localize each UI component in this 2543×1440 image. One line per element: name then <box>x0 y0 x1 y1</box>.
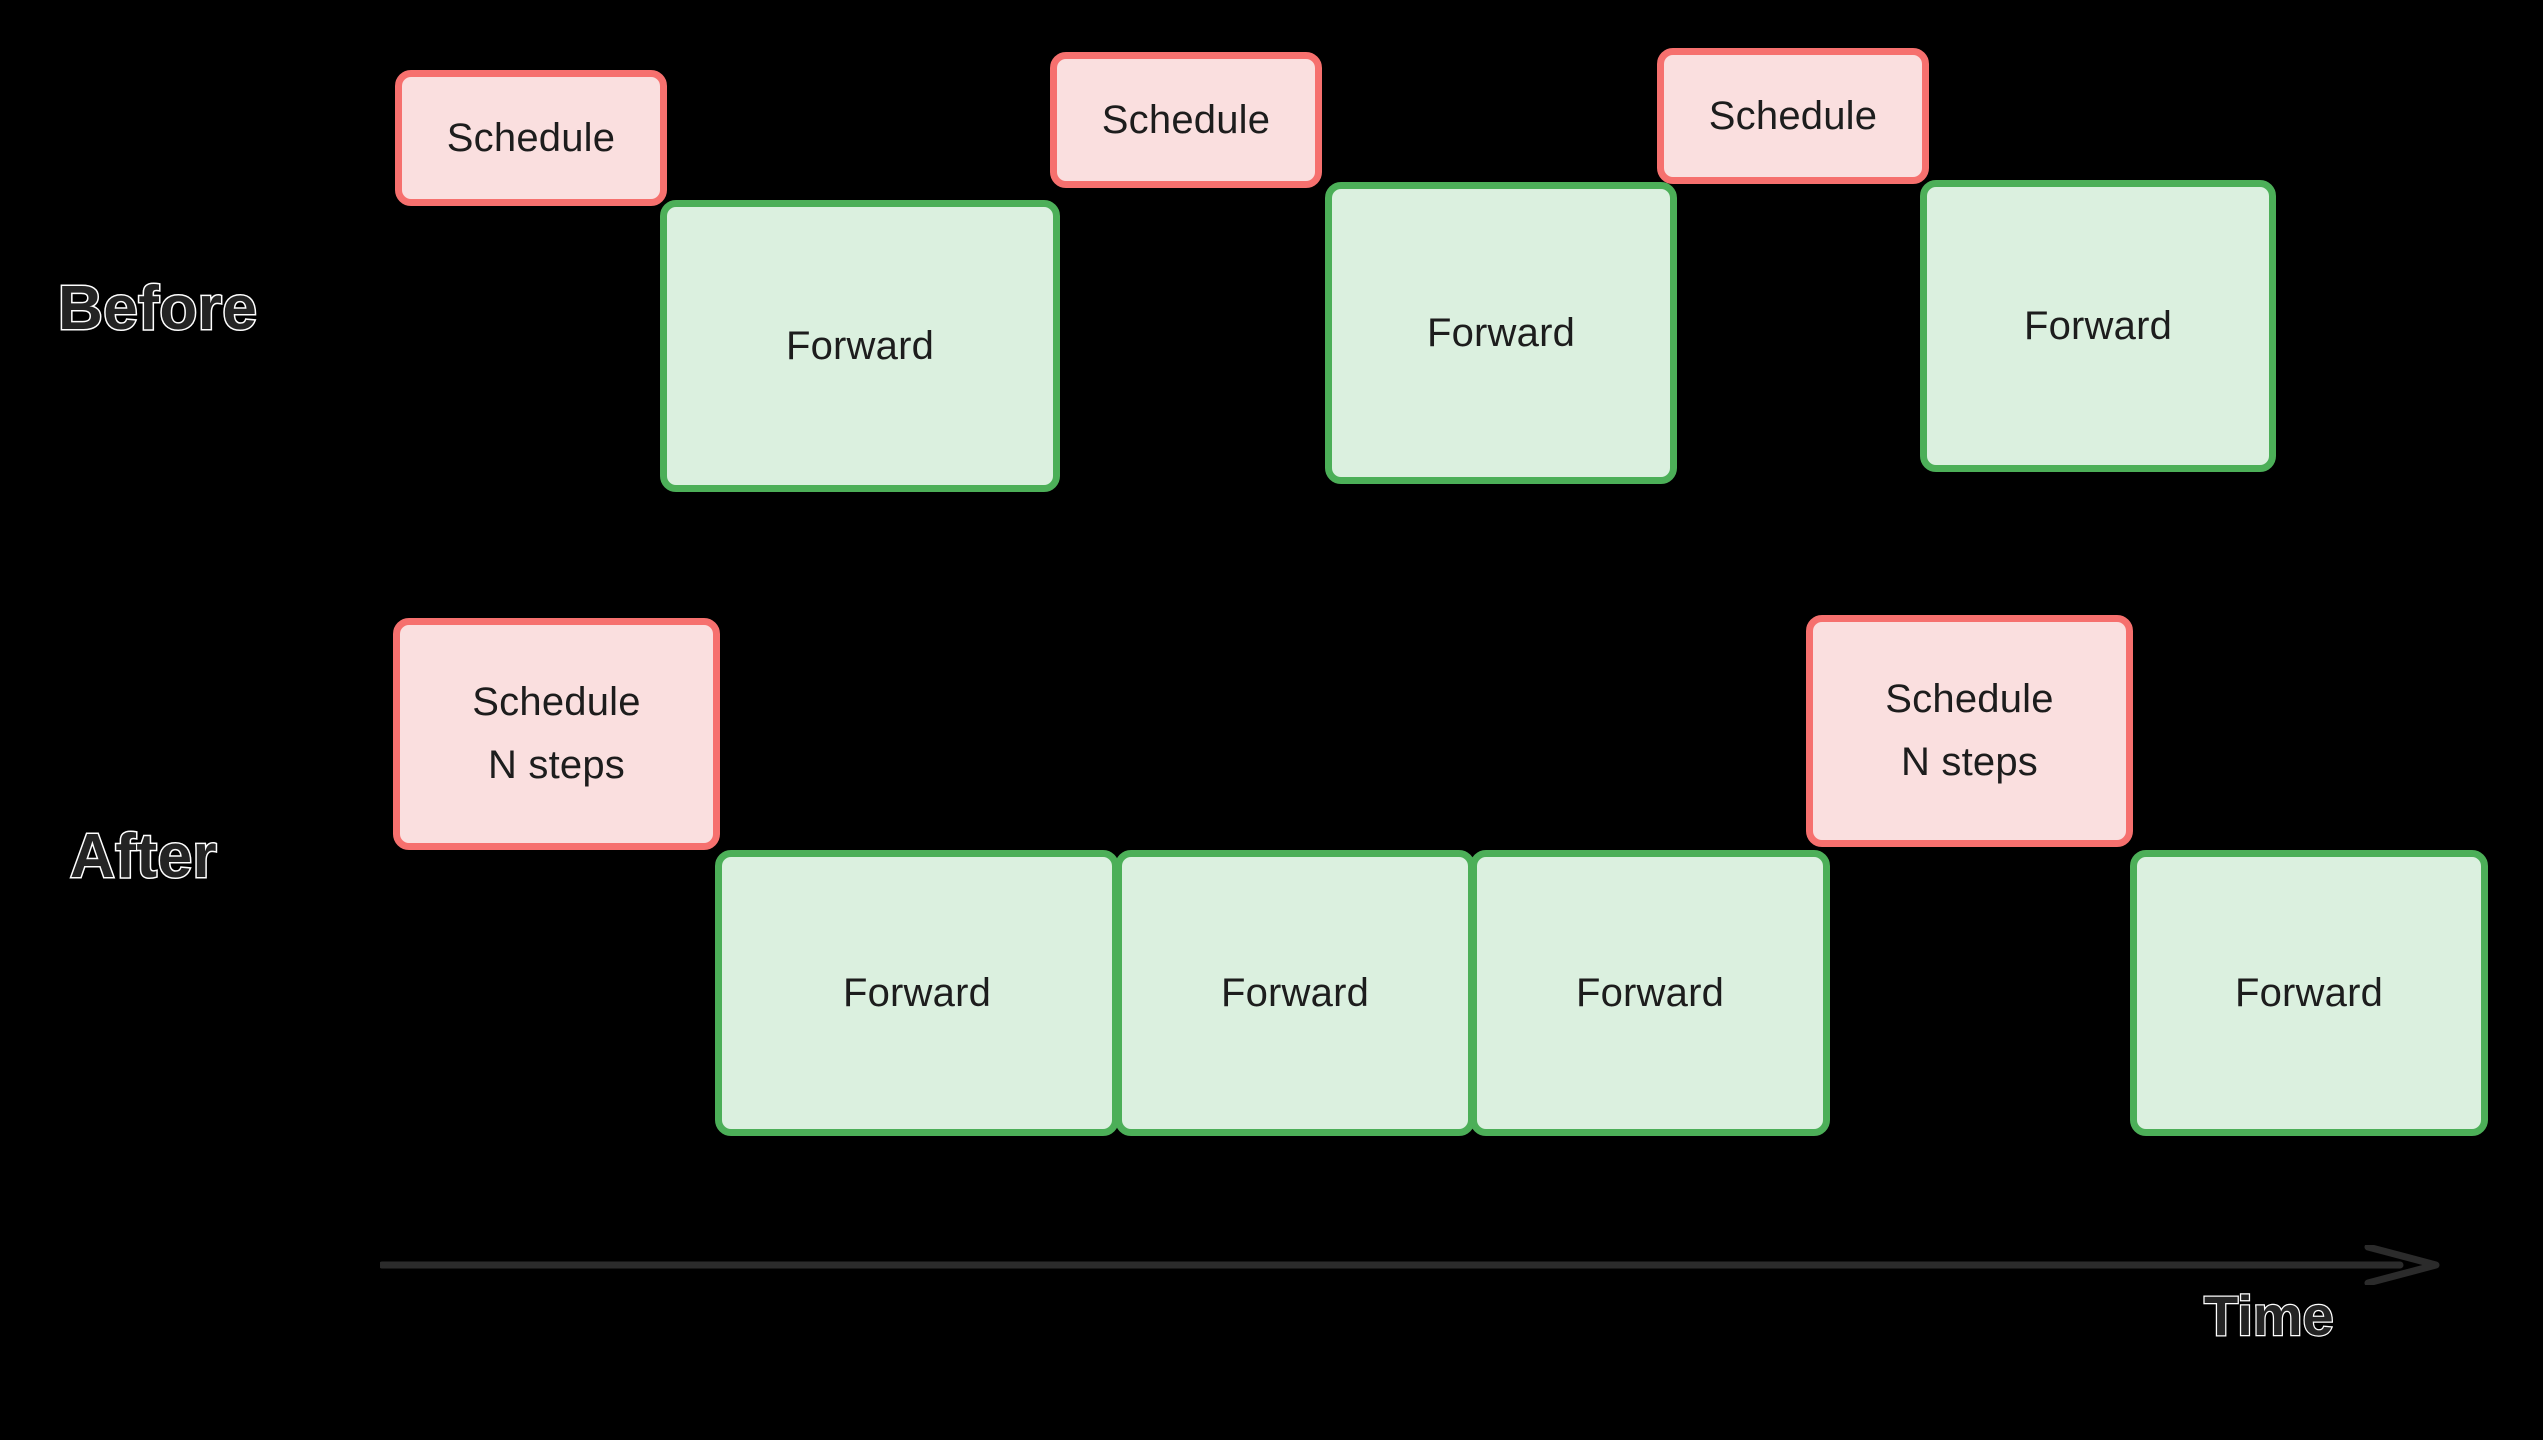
time-axis-label: Time <box>2203 1284 2335 1347</box>
box-line: N steps <box>1900 740 2038 784</box>
forward-box: Forward <box>2130 850 2488 1136</box>
forward-box: Forward <box>1115 850 1475 1136</box>
box-line: Forward <box>842 970 992 1015</box>
row-label-after: After <box>68 822 218 891</box>
schedule-n-steps-box: Schedule N steps <box>1806 615 2133 847</box>
box-line: Schedule <box>1101 97 1271 142</box>
forward-box: Forward <box>715 850 1119 1136</box>
time-axis-arrow-right-icon <box>380 1245 2440 1285</box>
box-line: Forward <box>1575 970 1725 1015</box>
schedule-n-steps-box: Schedule N steps <box>393 618 720 850</box>
row-label-before: Before <box>56 274 258 343</box>
box-line: Schedule <box>472 680 641 725</box>
schedule-box: Schedule <box>1657 48 1929 184</box>
box-line: Schedule <box>1708 93 1878 138</box>
box-line: Forward <box>785 323 935 368</box>
box-line: Schedule <box>1885 677 2054 722</box>
forward-box: Forward <box>660 200 1060 492</box>
box-line: Forward <box>1220 970 1370 1015</box>
box-line: Schedule <box>446 115 616 160</box>
box-line: N steps <box>487 743 625 787</box>
schedule-box: Schedule <box>395 70 667 206</box>
schedule-box: Schedule <box>1050 52 1322 188</box>
box-line: Forward <box>1426 310 1576 355</box>
box-line: Forward <box>2234 970 2384 1015</box>
forward-box: Forward <box>1470 850 1830 1136</box>
box-line: Forward <box>2023 303 2173 348</box>
forward-box: Forward <box>1920 180 2276 472</box>
forward-box: Forward <box>1325 182 1677 484</box>
